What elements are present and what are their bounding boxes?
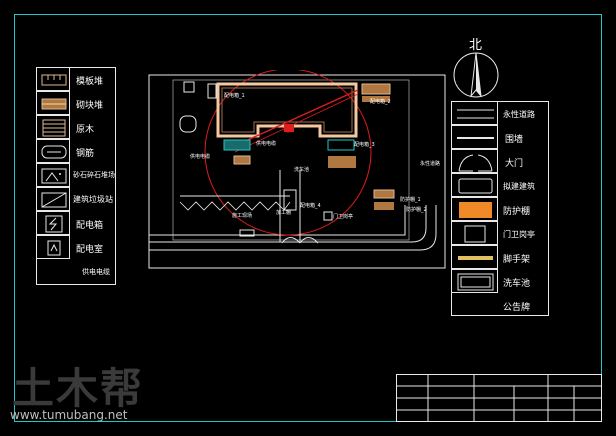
title-block bbox=[396, 374, 602, 422]
compass-icon bbox=[453, 52, 499, 98]
plan-label-site-8: 防护棚_2 bbox=[406, 207, 427, 213]
legend-icon-cell bbox=[36, 259, 70, 285]
legend-icon-cell bbox=[36, 67, 70, 91]
legend-label-brick: 砌块堆 bbox=[76, 101, 104, 111]
watermark-logo: 土木帮 bbox=[12, 364, 145, 413]
legend-icon-cell bbox=[36, 115, 70, 139]
legend-label-building: 拟建建筑 bbox=[503, 182, 535, 191]
gate-icon bbox=[458, 154, 493, 172]
garbage-station-icon bbox=[41, 192, 67, 208]
plan-label-power-cable-2: 供电电缆 bbox=[256, 141, 277, 147]
legend-label-wall: 围墙 bbox=[505, 135, 524, 145]
wash-pool-icon bbox=[457, 273, 494, 291]
drawing-frame bbox=[14, 14, 602, 422]
plan-label-site-7: 防护棚_1 bbox=[400, 197, 421, 203]
legend-label-wash: 洗车池 bbox=[503, 279, 531, 289]
legend-label-road: 永性道路 bbox=[503, 110, 535, 119]
legend-label-rebar: 钢筋 bbox=[76, 149, 95, 159]
watermark-url: www.tumubang.net bbox=[10, 408, 128, 422]
legend-icon-cell bbox=[451, 173, 498, 197]
rebar-icon bbox=[41, 145, 67, 159]
legend-icon-cell bbox=[451, 197, 498, 221]
legend-label-gate: 大门 bbox=[505, 159, 524, 169]
sand-gravel-icon bbox=[41, 168, 67, 184]
legend-icon-cell bbox=[451, 101, 498, 125]
legend-icon-cell bbox=[451, 149, 498, 173]
legend-icon-cell bbox=[36, 187, 70, 211]
permanent-road-icon bbox=[457, 109, 494, 119]
legend-icon-cell bbox=[36, 211, 70, 235]
plan-label-guard: 门卫岗亭 bbox=[333, 214, 354, 220]
legend-icon-cell bbox=[36, 163, 70, 187]
guard-room-icon bbox=[464, 225, 486, 243]
proposed-building-icon bbox=[458, 178, 493, 194]
legend-label-scaffold: 脚手架 bbox=[503, 255, 531, 265]
legend-icon-cell bbox=[36, 235, 70, 259]
legend-label-sand: 砂石碎石堆场 bbox=[73, 171, 115, 179]
plan-label-site-4: 配电箱_4 bbox=[300, 203, 321, 209]
legend-icon-cell bbox=[36, 139, 70, 163]
formwork-pile-icon bbox=[41, 74, 67, 86]
plan-label-road: 永性道路 bbox=[420, 161, 441, 167]
legend-label-shed: 防护棚 bbox=[503, 207, 531, 217]
legend-icon-cell bbox=[451, 221, 498, 245]
legend-label-guard: 门卫岗亭 bbox=[503, 230, 535, 239]
scaffold-icon bbox=[458, 256, 493, 260]
legend-icon-cell bbox=[36, 91, 70, 115]
distribution-room-icon bbox=[47, 240, 61, 256]
legend-label-garbage: 建筑垃圾站 bbox=[73, 195, 113, 204]
plan-label-site-2: 配电箱_2 bbox=[370, 99, 391, 105]
legend-label-formwork: 模板堆 bbox=[76, 77, 104, 87]
legend-label-cable: 供电电缆 bbox=[82, 268, 110, 276]
plan-label-site-1: 配电箱_1 bbox=[224, 93, 245, 99]
compass-north-label: 北 bbox=[469, 38, 483, 53]
distribution-box-icon bbox=[45, 215, 63, 233]
legend-label-dist-box: 配电箱 bbox=[76, 221, 104, 231]
plan-label-site-5: 施工现场 bbox=[232, 213, 253, 219]
legend-icon-cell bbox=[451, 125, 498, 149]
legend-label-dist-room: 配电室 bbox=[76, 245, 104, 255]
legend-icon-cell bbox=[451, 245, 498, 269]
site-plan-drawing bbox=[148, 70, 446, 269]
protective-shed-icon bbox=[459, 202, 492, 218]
legend-label-notice: 公告牌 bbox=[503, 303, 531, 313]
legend-icon-cell bbox=[451, 269, 498, 293]
brick-pile-icon bbox=[41, 98, 67, 110]
timber-icon bbox=[42, 119, 66, 137]
legend-label-timber: 原木 bbox=[76, 125, 95, 135]
plan-label-site-6: 加工棚 bbox=[276, 210, 292, 216]
enclosure-wall-icon bbox=[457, 137, 494, 139]
plan-label-power-cable-1: 供电电缆 bbox=[190, 154, 211, 160]
plan-label-wash: 洗车池 bbox=[294, 167, 310, 173]
plan-label-site-3: 配电箱_3 bbox=[354, 142, 375, 148]
